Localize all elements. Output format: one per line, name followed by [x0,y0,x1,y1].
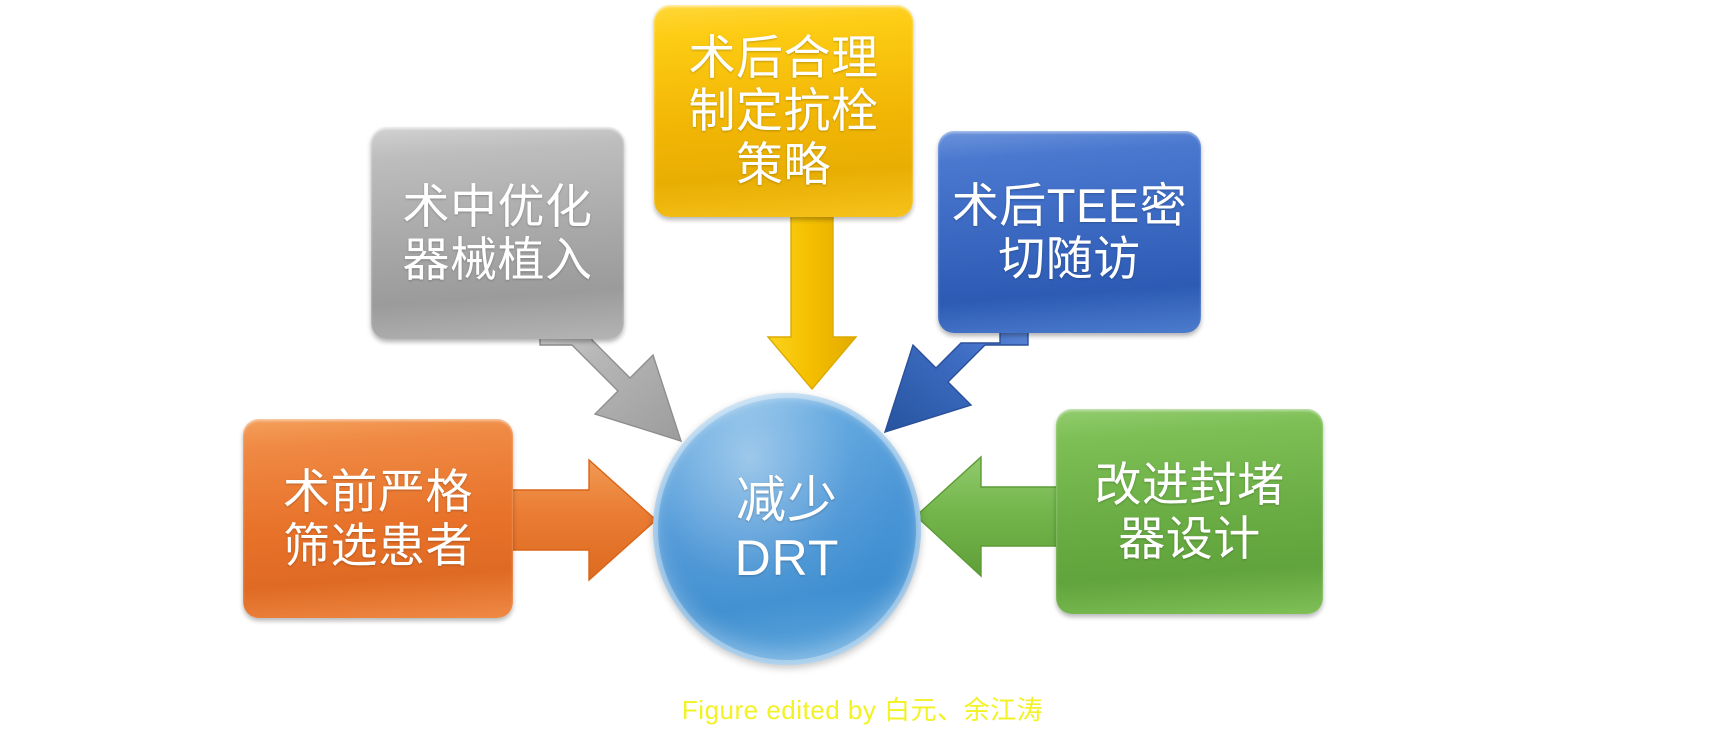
node-label: 术中优化 器械植入 [402,179,593,286]
connector-yellow-arrow [766,204,858,391]
node-reduce-drt-center[interactable]: 减少 DRT [653,393,921,665]
node-postoperative-antithrombotic-strategy[interactable]: 术后合理 制定抗栓 策略 [654,5,913,217]
node-label: 术后合理 制定抗栓 策略 [688,31,879,191]
node-label: 术后TEE密 切随访 [951,178,1188,285]
center-label: 减少 DRT [734,472,840,586]
connector-orange-arrow [507,458,658,582]
node-label: 改进封堵 器设计 [1094,458,1285,565]
connector-green-arrow [914,455,1062,578]
node-occluder-design-improvement[interactable]: 改进封堵 器设计 [1056,409,1323,614]
node-label: 术前严格 筛选患者 [283,465,473,572]
node-intraoperative-device-implantation[interactable]: 术中优化 器械植入 [371,127,624,339]
node-postoperative-tee-followup[interactable]: 术后TEE密 切随访 [938,131,1201,333]
figure-caption: Figure edited by 白元、余江涛 [681,695,1044,725]
node-preoperative-patient-screening[interactable]: 术前严格 筛选患者 [243,419,513,618]
